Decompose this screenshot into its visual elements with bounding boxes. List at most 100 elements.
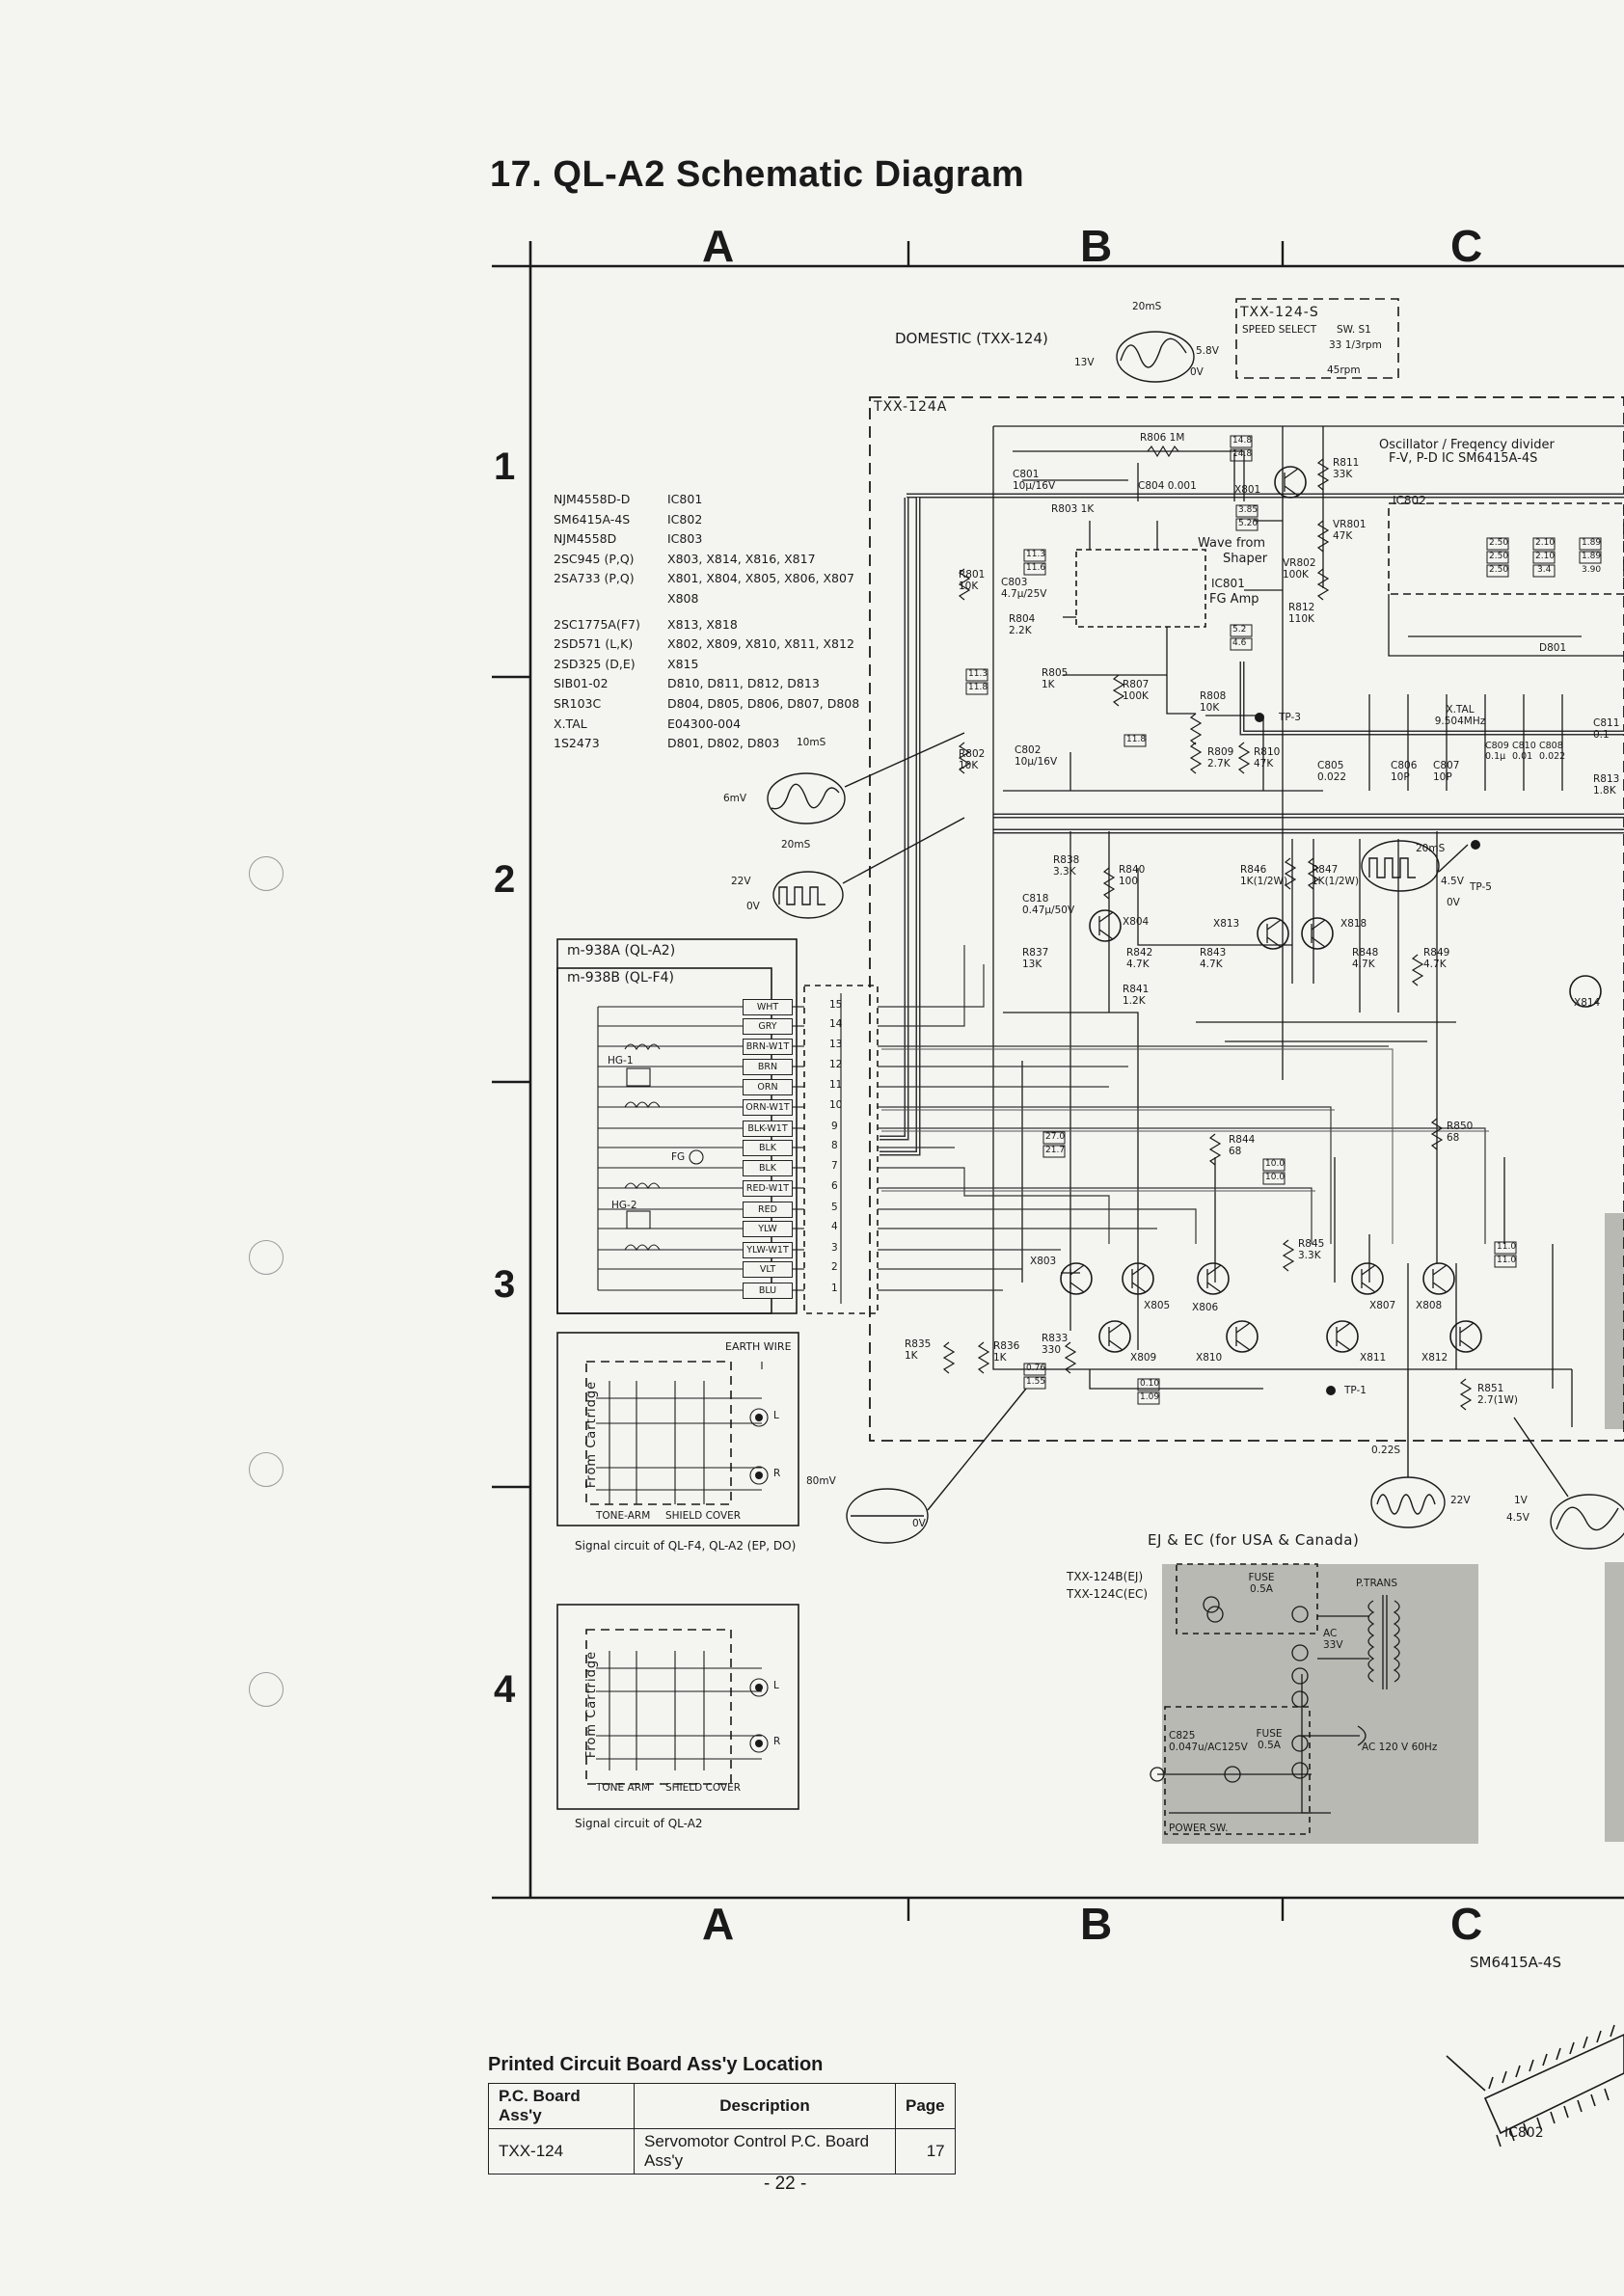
waveform-time: 20mS [781,839,811,851]
zone-col-a-top: A [702,221,735,271]
right-edge-shading [1605,1213,1624,1429]
component-label: R809 2.7K [1207,746,1234,770]
pin-number: 8 [831,1140,838,1151]
oscillator-ic-label: F-V, P-D IC SM6415A-4S [1389,451,1538,466]
component-label: C809 0.1µ [1485,741,1509,762]
waveform-time: 0.22S [1371,1445,1401,1456]
domestic-label: DOMESTIC (TXX-124) [895,330,1048,347]
hg2-label: HG-2 [611,1200,637,1211]
txx124b-label: TXX-124B(EJ) [1067,1570,1144,1583]
component-label: R848 4.7K [1352,947,1379,970]
component-label: C804 0.001 [1138,480,1197,492]
voltage-reading: 3.85 [1238,505,1259,515]
parts-row: X808 [667,590,699,606]
component-label: C802 10µ/16V [1015,744,1058,768]
pin-number: 11 [829,1079,843,1091]
table-row: TXX-124 Servomotor Control P.C. Board As… [488,2128,956,2174]
voltage-reading: 2.50 [1489,565,1509,575]
table-header: P.C. Board Ass'y [488,2083,635,2129]
c825-label: C825 0.047u/AC125V [1169,1730,1248,1753]
pin-number: 14 [829,1018,843,1030]
wire-label: RED [743,1202,793,1218]
pin-number: 6 [831,1180,838,1192]
punch-hole [249,1452,284,1487]
punch-hole [249,1240,284,1275]
zone-col-c-bottom: C [1450,1899,1483,1949]
fuse1-label: FUSE 0.5A [1248,1572,1275,1595]
zone-row-1: 1 [494,446,516,488]
component-label: R833 330 [1042,1333,1069,1356]
wire-label: BLU [743,1283,793,1299]
component-label: R808 10K [1200,690,1227,714]
table-header: Page [895,2083,956,2129]
channel-r-label-2: R [773,1736,781,1747]
waveform-low: 0V [912,1518,926,1529]
component-label: VR801 47K [1333,519,1367,542]
pin-number: 3 [831,1242,838,1254]
component-label: X803 [1030,1256,1057,1267]
zone-col-c-top: C [1450,221,1483,271]
m938a-label: m-938A (QL-A2) [567,943,676,959]
parts-row: 2SD571 (L,K)X802, X809, X810, X811, X812 [554,636,854,652]
pin-number: 1 [831,1283,838,1294]
power-trans-label: P.TRANS [1356,1578,1398,1589]
pcb-location-table: P.C. Board Ass'y Description Page TXX-12… [488,2083,956,2174]
waveform-low: 4.5V [1506,1512,1529,1524]
component-label: R838 3.3K [1053,854,1080,878]
component-label: R840 100 [1119,864,1146,887]
wire-label: WHT [743,999,793,1015]
component-label: R802 10K [959,748,986,771]
voltage-reading: 3.4 [1537,565,1552,575]
ic802-block-label: IC802 [1393,494,1426,507]
voltage-reading: 11.3 [968,669,988,679]
wave-from-label: Wave from [1198,536,1266,551]
tp1-label: TP-1 [1344,1385,1367,1396]
from-cartridge-label-2: From Cartridge [584,1650,600,1759]
wire-label: RED-W1T [743,1180,793,1197]
zone-row-2: 2 [494,858,516,901]
table-header-row: P.C. Board Ass'y Description Page [488,2083,956,2129]
power-board-shading [1162,1564,1478,1844]
wire-label: ORN-W1T [743,1099,793,1116]
waveform-amplitude: 6mV [723,793,747,804]
component-label: X807 [1369,1300,1396,1311]
voltage-reading: 11.0 [1497,1256,1517,1265]
from-cartridge-label: From Cartridge [584,1380,600,1489]
component-label: R844 68 [1229,1134,1256,1157]
voltage-reading: 14.8 [1232,449,1253,459]
right-edge-shading-2 [1605,1562,1624,1842]
component-label: R846 1K(1/2W) [1240,864,1288,887]
waveform-high: 4.5V [1441,876,1464,887]
channel-l-label: L [773,1410,779,1421]
component-label: R804 2.2K [1009,613,1036,636]
component-label: R811 33K [1333,457,1360,480]
voltage-reading: 2.10 [1535,538,1556,548]
zone-col-a-bottom: A [702,1899,735,1949]
voltage-reading: 14.8 [1232,436,1253,446]
rpm33-label: 33 1/3rpm [1329,339,1382,351]
wire-label: YLW [743,1221,793,1237]
ej-ec-label: EJ & EC (for USA & Canada) [1148,1531,1360,1549]
component-label: X805 [1144,1300,1171,1311]
earth-wire-label: EARTH WIRE [725,1340,792,1353]
txx124a-label: TXX-124A [874,399,948,415]
zone-col-b-bottom: B [1080,1899,1113,1949]
wire-label: BLK-W1T [743,1121,793,1137]
component-label: R807 100K [1123,679,1150,702]
component-label: X818 [1340,918,1367,930]
wire-label: BRN-W1T [743,1039,793,1055]
parts-row: 2SA733 (P,Q)X801, X804, X805, X806, X807 [554,571,854,586]
waveform-time: 20mS [1416,843,1446,854]
shaper-label: Shaper [1223,552,1268,566]
component-label: R837 13K [1022,947,1049,970]
table-cell: 17 [895,2128,956,2174]
voltage-reading: 10.0 [1265,1159,1286,1169]
tone-arm-label: TONE-ARM [596,1510,651,1522]
component-label: R806 1M [1140,432,1185,444]
ic801-label: IC801 [1211,577,1245,590]
